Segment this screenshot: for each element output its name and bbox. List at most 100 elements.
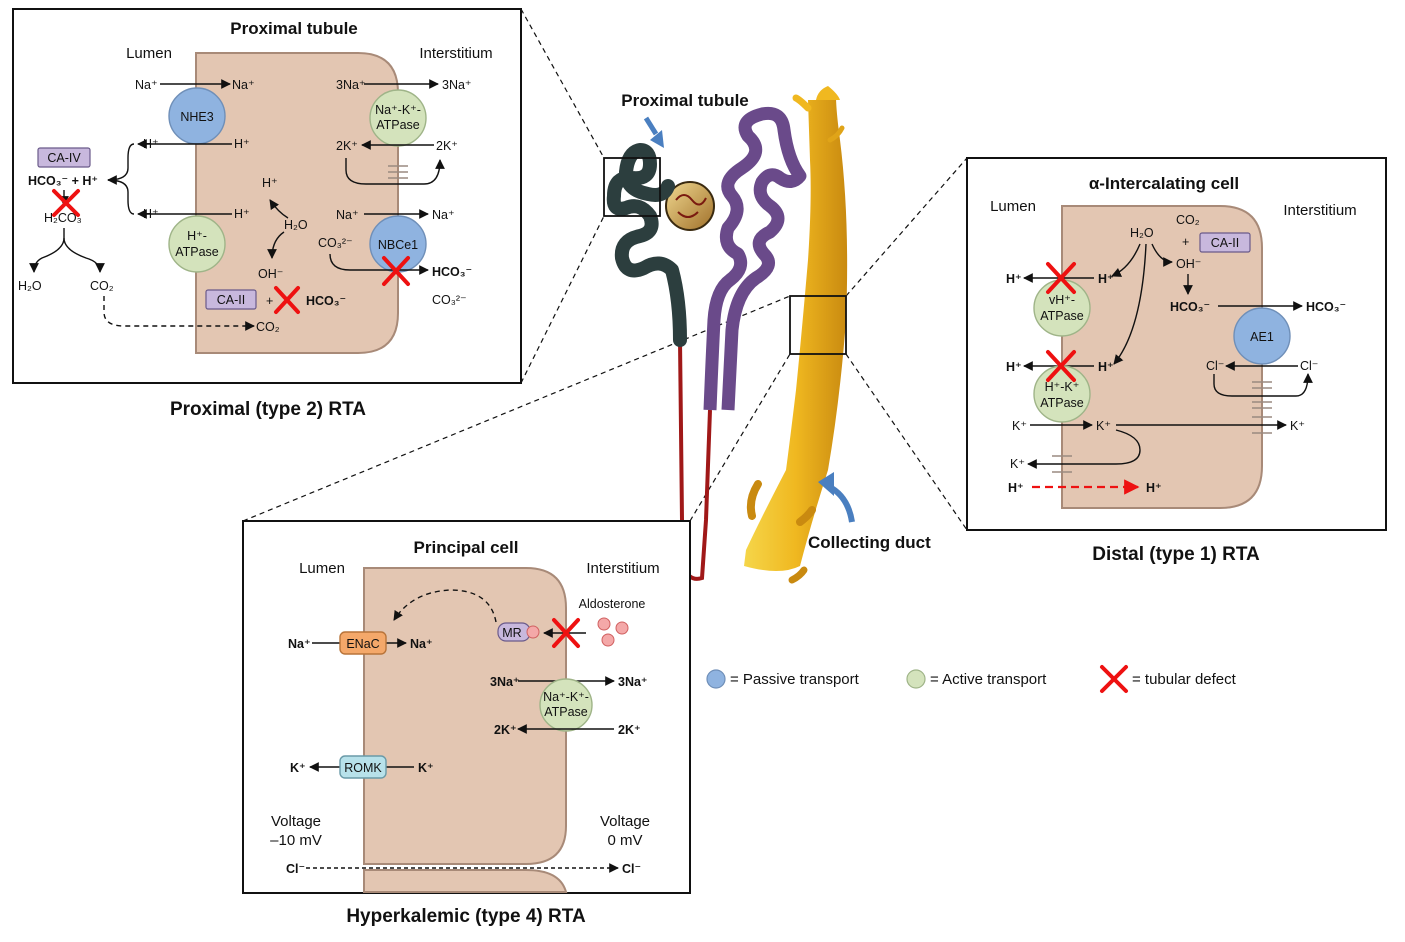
legend-defect-swatch <box>1100 665 1128 693</box>
voltage-right-value: 0 mV <box>607 832 642 849</box>
glomerulus <box>665 181 715 231</box>
vh-atpase-pump <box>1033 279 1091 337</box>
h-atpase-pump <box>168 215 226 273</box>
principal-cell-lower <box>363 869 568 893</box>
proximal-blue-arrow <box>643 116 659 136</box>
distal-h2o: H₂O <box>1130 226 1154 240</box>
zoom-lines <box>242 8 968 531</box>
proximal-3na-cell: 3Na⁺ <box>336 78 366 92</box>
defect-cross-aldosterone <box>552 618 580 648</box>
proximal-h2o-inner: H₂O <box>284 218 308 232</box>
proximal-2k-cell: 2K⁺ <box>336 139 358 153</box>
principal-na-k-atpase-label-2: ATPase <box>544 705 588 719</box>
na-k-atpase-label-2: ATPase <box>376 118 420 132</box>
distal-title: α-Intercalating cell <box>1089 174 1239 193</box>
legend-active-swatch <box>906 669 926 689</box>
ae1-label: AE1 <box>1250 330 1274 344</box>
proximal-h-inner: H⁺ <box>262 176 278 190</box>
principal-na-lumen: Na⁺ <box>288 637 311 651</box>
proximal-interstitium-label: Interstitium <box>419 45 492 62</box>
distal-h-lumen-2: H⁺ <box>1006 360 1022 374</box>
distal-panel: α-Intercalating cell Lumen Interstitium … <box>966 157 1387 565</box>
proximal-title: Proximal tubule <box>230 19 358 38</box>
principal-cell <box>363 567 567 865</box>
distal-cl-interstitium: Cl⁻ <box>1300 359 1318 373</box>
vh-atpase-label-1: vH⁺- <box>1049 293 1075 307</box>
proximal-lumen-label: Lumen <box>126 45 172 62</box>
distal-k-cell: K⁺ <box>1096 419 1111 433</box>
collecting-zoom-box <box>789 295 847 355</box>
principal-title: Principal cell <box>414 538 519 557</box>
aldosterone-label: Aldosterone <box>579 597 646 611</box>
principal-k-lumen: K⁺ <box>290 761 306 775</box>
h-atpase-label-1: H⁺- <box>187 229 207 243</box>
proximal-convoluted-tubule <box>606 143 687 347</box>
distal-oh: OH⁻ <box>1176 257 1201 271</box>
vh-atpase-label-2: ATPase <box>1040 309 1084 323</box>
defect-cross-nbce1 <box>382 256 410 286</box>
principal-2k-cell: 2K⁺ <box>494 723 517 737</box>
distal-hco3-cell: HCO₃⁻ <box>1170 300 1210 314</box>
principal-na-cell: Na⁺ <box>410 637 433 651</box>
h-k-atpase-label-2: ATPase <box>1040 396 1084 410</box>
legend-active-label: = Active transport <box>930 671 1047 688</box>
aldosterone-molecules <box>597 617 629 647</box>
distal-plus: + <box>1182 235 1189 249</box>
nephron-illustration: Proximal tubule Collecting duct <box>603 86 931 584</box>
na-k-atpase-proximal <box>369 89 427 147</box>
distal-k-interstitium: K⁺ <box>1290 419 1305 433</box>
proximal-cell <box>195 52 399 354</box>
proximal-oh-label: OH⁻ <box>258 267 283 281</box>
na-k-atpase-principal <box>539 678 593 732</box>
proximal-co3-cell: CO₃²⁻ <box>318 236 353 250</box>
distal-co2: CO₂ <box>1176 213 1200 227</box>
romk-channel <box>339 755 387 779</box>
defect-cross-ca-ii <box>274 286 300 314</box>
distal-k-lumen: K⁺ <box>1012 419 1027 433</box>
proximal-hco3-inner: HCO₃⁻ <box>306 294 346 308</box>
intercalating-cell <box>1061 205 1263 509</box>
distal-interstitium-label: Interstitium <box>1283 202 1356 219</box>
proximal-caption: Proximal (type 2) RTA <box>170 399 366 420</box>
principal-caption: Hyperkalemic (type 4) RTA <box>346 906 586 927</box>
hco3-plus-h-label: HCO₃⁻ + H⁺ <box>28 174 98 188</box>
mr-label: MR <box>502 626 521 640</box>
proximal-zoom-box <box>603 157 661 217</box>
distal-h-backleak-cell: H⁺ <box>1146 481 1162 495</box>
k-channel-distal <box>1052 416 1272 473</box>
principal-na-k-atpase-label-1: Na⁺-K⁺- <box>543 690 589 704</box>
nhe3-label: NHE3 <box>180 110 213 124</box>
principal-interstitium-label: Interstitium <box>586 560 659 577</box>
legend: = Passive transport = Active transport =… <box>706 665 1237 693</box>
proximal-h-cell-1: H⁺ <box>234 137 250 151</box>
voltage-right-label: Voltage <box>600 813 650 830</box>
distal-hco3-interstitium: HCO₃⁻ <box>1306 300 1346 314</box>
proximal-h-cell-2: H⁺ <box>234 207 250 221</box>
na-k-atpase-label-1: Na⁺-K⁺- <box>375 103 421 117</box>
h-atpase-label-2: ATPase <box>175 245 219 259</box>
defect-cross-vh-atpase <box>1046 262 1076 294</box>
legend-defect-label: = tubular defect <box>1132 671 1237 688</box>
k-channel-proximal <box>388 165 408 179</box>
principal-3na-cell: 3Na⁺ <box>490 675 520 689</box>
voltage-left-value: –10 mV <box>270 832 322 849</box>
enac-label: ENaC <box>346 637 379 651</box>
voltage-left-label: Voltage <box>271 813 321 830</box>
legend-passive-swatch <box>706 669 726 689</box>
h-k-atpase-label-1: H⁺-K⁺ <box>1045 380 1080 394</box>
proximal-na-nbce1-interstitium: Na⁺ <box>432 208 455 222</box>
distal-convoluted-tubule <box>703 106 807 411</box>
proximal-plus: + <box>266 294 273 308</box>
proximal-h-lumen-1: H⁺ <box>143 137 159 151</box>
principal-panel: Principal cell Lumen Interstitium Na⁺ Na… <box>242 520 691 927</box>
collecting-duct <box>744 96 848 571</box>
proximal-3na-interstitium: 3Na⁺ <box>442 78 472 92</box>
principal-3na-interstitium: 3Na⁺ <box>618 675 648 689</box>
nbce1-label: NBCe1 <box>378 238 418 252</box>
ca-ii-enzyme-distal <box>1199 232 1251 253</box>
ca-ii-enzyme-proximal <box>205 289 257 310</box>
proximal-h-lumen-2: H⁺ <box>143 207 159 221</box>
distal-h-cell-1: H⁺ <box>1098 272 1114 286</box>
proximal-na-nbce1-cell: Na⁺ <box>336 208 359 222</box>
